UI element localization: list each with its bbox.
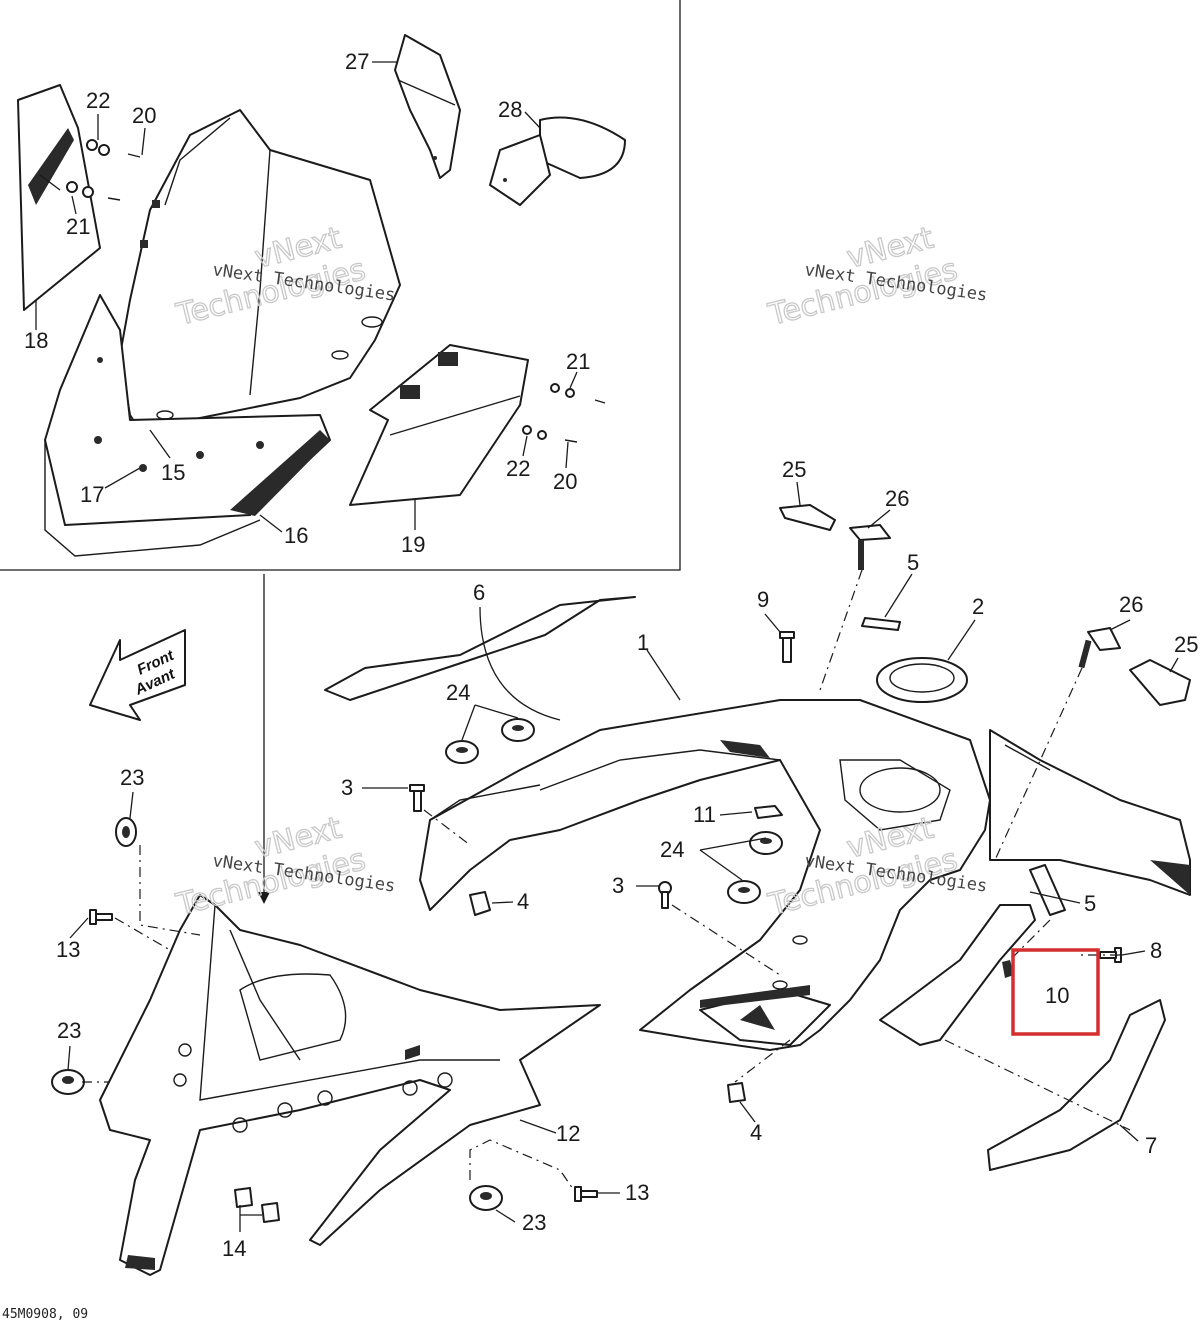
highlight-box-part-10 — [1011, 948, 1100, 1036]
part-1-front-cover — [419, 699, 991, 1051]
callout-24: 24 — [446, 680, 470, 705]
part-10-bracket — [879, 904, 1036, 1046]
part-6-trim-strip — [324, 596, 636, 701]
callout-14: 14 — [222, 1236, 246, 1261]
callout-27: 27 — [345, 49, 369, 74]
part-5-seal-right — [1029, 864, 1066, 916]
inset-hardware — [66, 139, 606, 443]
callout-21b: 21 — [566, 349, 590, 374]
callout-12: 12 — [556, 1121, 580, 1146]
callout-2: 2 — [972, 594, 984, 619]
part-19-right-deflector — [349, 344, 529, 506]
callout-23c: 23 — [522, 1210, 546, 1235]
part-24-grommets — [445, 718, 783, 904]
part-16-lower-trim — [44, 294, 331, 526]
callout-10: 10 — [1045, 983, 1069, 1008]
callout-19: 19 — [401, 532, 425, 557]
callout-11: 11 — [693, 802, 716, 827]
callout-21: 21 — [66, 214, 90, 239]
callout-labels: 27 28 22 20 21 18 15 17 16 21 22 20 19 2… — [24, 49, 1198, 1261]
callout-23b: 23 — [57, 1018, 81, 1043]
inset-frame — [0, 0, 681, 571]
callout-6: 6 — [473, 580, 485, 605]
callout-22: 22 — [86, 88, 110, 113]
callout-8: 8 — [1150, 938, 1162, 963]
part-26-latch-right — [1078, 627, 1121, 669]
callout-3: 3 — [341, 775, 353, 800]
callout-17: 17 — [80, 482, 104, 507]
part-2-fuel-gasket — [876, 657, 968, 703]
callout-16: 16 — [284, 523, 308, 548]
part-25-latch-right — [1129, 659, 1191, 706]
part-15-outline-back — [44, 440, 261, 557]
callout-9: 9 — [757, 587, 769, 612]
callout-18: 18 — [24, 328, 48, 353]
part-26-latch-top — [849, 524, 891, 570]
callout-5: 5 — [907, 550, 919, 575]
inset-pointer-arrowhead — [258, 892, 270, 904]
part-12-lower-panel — [99, 894, 601, 1276]
callout-15: 15 — [161, 460, 185, 485]
callout-20: 20 — [132, 103, 156, 128]
part-4-nuts — [469, 891, 746, 1103]
callout-4b: 4 — [750, 1120, 762, 1145]
part-3-screws — [409, 784, 672, 909]
part-14-clips — [234, 1187, 280, 1223]
callout-25: 25 — [782, 457, 806, 482]
part-1-right-panel — [989, 729, 1191, 896]
part-5-seal-top — [861, 617, 901, 631]
watermark-3: vNext Technologies vNext Technologies — [172, 810, 397, 924]
callout-26: 26 — [885, 486, 909, 511]
front-direction-arrow: Front Avant — [89, 629, 186, 721]
callout-20b: 20 — [553, 469, 577, 494]
part-13-screws — [89, 909, 598, 1202]
callout-13b: 13 — [625, 1180, 649, 1205]
callout-3b: 3 — [612, 873, 624, 898]
callout-22b: 22 — [506, 456, 530, 481]
part-25-latch-top — [779, 504, 836, 531]
callout-7: 7 — [1145, 1133, 1157, 1158]
callout-4: 4 — [517, 889, 529, 914]
callout-28: 28 — [498, 97, 522, 122]
part-7-side-trim — [987, 999, 1166, 1171]
part-9-pin — [779, 631, 795, 663]
callout-24b: 24 — [660, 837, 684, 862]
part-27-mirror-mount — [394, 34, 461, 179]
callout-5b: 5 — [1084, 891, 1096, 916]
part-28-mirror — [489, 116, 626, 206]
watermark-2: vNext Technologies vNext Technologies — [764, 220, 989, 334]
callout-13: 13 — [56, 937, 80, 962]
callout-23: 23 — [120, 765, 144, 790]
drawing-code: 45M0908, 09 — [2, 1307, 88, 1322]
assembly-lines — [82, 569, 1131, 1193]
part-23-grommets-left — [51, 817, 503, 1211]
part-11-clip — [754, 805, 783, 819]
callout-1: 1 — [637, 630, 649, 655]
leader-lines — [35, 61, 1179, 1232]
callout-25b: 25 — [1174, 632, 1198, 657]
callout-26b: 26 — [1119, 592, 1143, 617]
